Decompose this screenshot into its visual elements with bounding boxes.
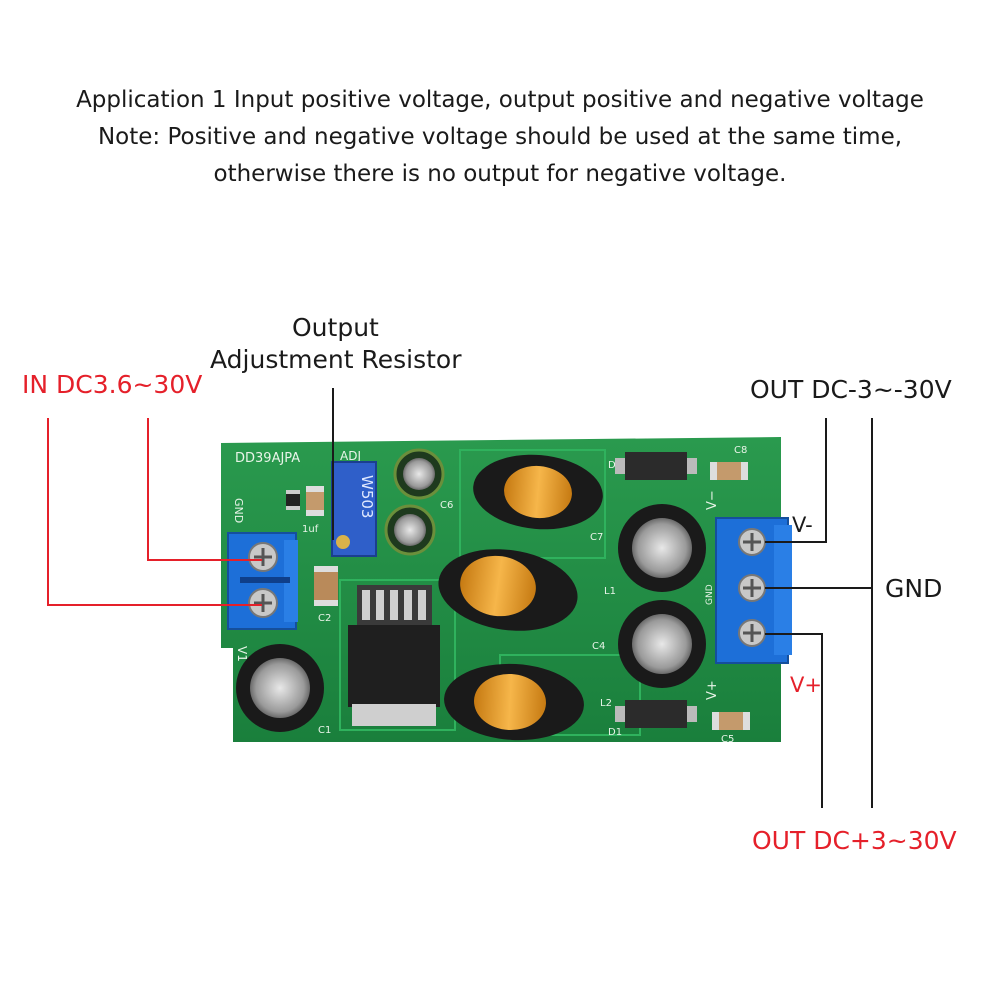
inductor-l2 <box>444 663 584 741</box>
smd-resistor <box>286 490 300 510</box>
input-gnd-leader <box>47 418 262 606</box>
board-adj-text: ADJ <box>340 449 361 463</box>
board-vminus-silk: V− <box>705 490 720 510</box>
capacitor-c4 <box>618 600 706 688</box>
board-gnd-right-silk: GND <box>705 584 715 605</box>
board-vin-silk: V1 <box>235 646 249 662</box>
designator-c8: C8 <box>734 445 747 456</box>
input-voltage-label: IN DC3.6~30V <box>22 370 203 399</box>
adjust-label-line2: Adjustment Resistor <box>210 345 462 374</box>
capacitor-c7 <box>618 504 706 592</box>
diode-d2 <box>615 452 697 480</box>
designator-c6: C6 <box>440 500 453 511</box>
output-terminal-block <box>715 517 792 664</box>
adjustment-potentiometer <box>331 461 377 557</box>
board-model-text: DD39AJPA <box>235 451 300 466</box>
board-gnd-silk: GND <box>232 498 245 523</box>
leader-lines <box>47 388 873 808</box>
header-text: Application 1 Input positive voltage, ou… <box>0 82 1000 193</box>
smd-capacitor-1uf <box>306 486 324 516</box>
capacitor-c5 <box>712 712 750 730</box>
inductor-l1 <box>438 549 578 631</box>
v-plus-leader <box>765 633 823 808</box>
board-vplus-silk: V+ <box>705 680 720 700</box>
board-1uf-text: 1uf <box>302 524 319 535</box>
header-line-1: Application 1 Input positive voltage, ou… <box>76 87 924 113</box>
capacitor-c6-bottom <box>384 504 436 556</box>
designator-c4: C4 <box>592 641 605 652</box>
designator-c5: C5 <box>721 734 734 745</box>
output-negative-label: OUT DC-3~-30V <box>750 375 952 404</box>
header-line-3: otherwise there is no output for negativ… <box>213 161 787 187</box>
gnd-label: GND <box>885 574 943 603</box>
regulator-ic <box>348 585 440 726</box>
capacitor-c8 <box>710 462 748 480</box>
input-positive-leader <box>147 418 262 561</box>
capacitor-c1 <box>236 644 324 732</box>
header-line-2: Note: Positive and negative voltage shou… <box>97 124 903 150</box>
diode-d1 <box>615 700 697 728</box>
v-minus-label: V- <box>792 513 813 537</box>
inductor-top <box>473 454 603 530</box>
designator-c2: C2 <box>318 613 331 624</box>
designator-d1: D1 <box>608 727 622 738</box>
designator-l1: L1 <box>604 586 616 597</box>
designator-c7: C7 <box>590 532 603 543</box>
designator-l2: L2 <box>600 698 612 709</box>
adjust-label-line1: Output <box>292 313 379 342</box>
output-positive-label: OUT DC+3~30V <box>752 826 957 855</box>
input-terminal-block <box>227 532 298 630</box>
v-minus-leader <box>765 418 827 543</box>
capacitor-c6-top <box>393 448 445 500</box>
designator-c1: C1 <box>318 725 331 736</box>
pot-marking-text: W503 <box>358 475 376 518</box>
capacitor-c2 <box>314 566 338 606</box>
v-plus-label: V+ <box>790 673 822 697</box>
